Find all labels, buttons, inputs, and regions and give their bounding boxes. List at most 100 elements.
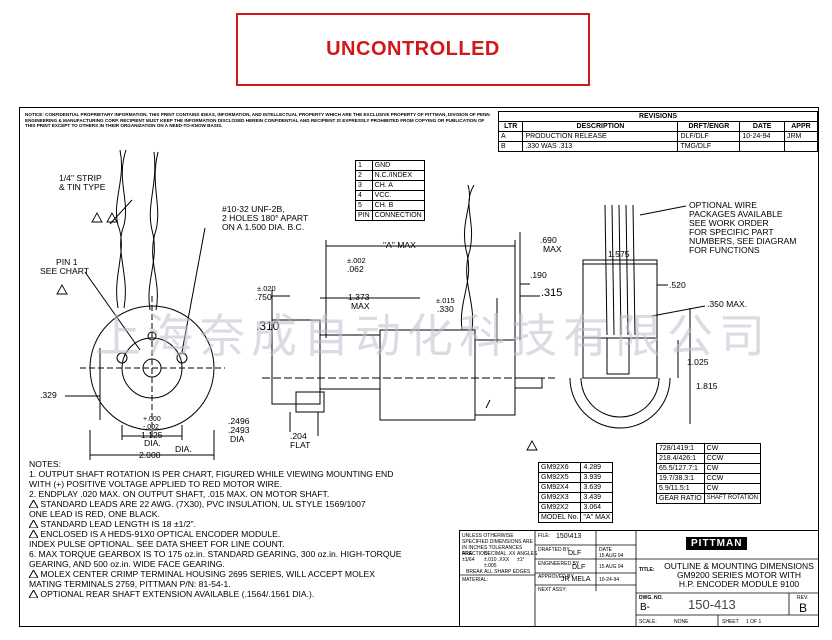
end-wire-3: [618, 204, 622, 336]
notes-title: NOTES:: [29, 459, 61, 469]
note-flag-icon: [106, 212, 118, 223]
note-4: STANDARD LEAD LENGTH IS 18 ±1/2".: [29, 519, 459, 529]
label-690-max: MAX: [543, 244, 562, 254]
a-max-cell: 3.439: [580, 492, 614, 503]
rotation-header: SHAFT ROTATION: [703, 493, 762, 504]
note-flag-icon: [526, 440, 538, 451]
label-optional-6: FOR FUNCTIONS: [689, 245, 760, 255]
date-1: 15 AUG 94: [599, 553, 624, 559]
label-1125: 1.125: [141, 430, 163, 440]
label-2496: .2496: [228, 416, 250, 426]
sheet-label: SHEET: [722, 619, 739, 625]
note-5a: ENCLOSED IS A HEDS-91X0 OPTICAL ENCODER …: [29, 529, 459, 539]
label-002: -.002: [143, 424, 159, 431]
a-max-cell: 3.939: [580, 472, 614, 483]
label-2000: 2.000: [139, 450, 161, 460]
label-a-max: "A" MAX: [383, 240, 416, 250]
title-text: OUTLINE & MOUNTING DIMENSIONS GM9200 SER…: [660, 562, 818, 589]
model-cell: GM92X2: [537, 502, 582, 513]
note-5a-text: ENCLOSED IS A HEDS-91X0 OPTICAL ENCODER …: [40, 529, 281, 539]
a-max-cell: 4.289: [580, 462, 614, 473]
tolerance-angles: ANGLES ±1°: [517, 551, 538, 563]
note-6a: 6. MAX TORQUE GEARBOX IS TO 175 oz.in. S…: [29, 549, 402, 559]
tolerance-fraction: FRACTION ±1/64: [462, 551, 488, 563]
end-view-connector: [606, 337, 630, 375]
rotation-cell: CCW: [703, 453, 762, 464]
label-002-tol: ±.002: [347, 256, 366, 265]
rotation-cell: CW: [703, 443, 762, 454]
file-label: FILE:: [538, 533, 550, 539]
approved-value: JR MELA: [561, 576, 591, 583]
note-flag-icon: [29, 570, 38, 578]
note-6b: GEARING, AND 500 oz.in. WIDE FACE GEARIN…: [29, 559, 225, 569]
revisions-table: REVISIONS LTR DESCRIPTION DRFT/ENGR DATE…: [497, 111, 819, 152]
title-line-2: GM9200 SERIES MOTOR WITH: [676, 570, 802, 580]
file-value: 150\413: [556, 533, 582, 540]
gear-ratio-cell: 728/1419:1: [656, 443, 705, 454]
tolerance-decimal: DECIMAL .XX ±.010 .XXX ±.005: [484, 551, 516, 569]
note-5b: INDEX PULSE OPTIONAL. SEE DATA SHEET FOR…: [29, 539, 285, 549]
scale-label: SCALE:: [639, 619, 657, 625]
pittman-logo: PITTMAN: [686, 537, 748, 550]
drawing-frame: [19, 107, 819, 627]
label-2493: .2493: [228, 425, 250, 435]
uncontrolled-stamp: UNCONTROLLED: [236, 13, 590, 86]
confidential-notice: NOTICE: CONFIDENTIAL PROPRIETARY INFORMA…: [25, 112, 490, 129]
label-330: .330: [437, 304, 454, 314]
drafted-value: DLF: [568, 550, 582, 557]
note-flag-icon: [29, 530, 38, 538]
end-wire-5: [632, 204, 636, 336]
label-1815: 1.815: [696, 381, 718, 391]
rotation-cell: CCW: [703, 473, 762, 484]
note-4-text: STANDARD LEAD LENGTH IS 18 ±1/2".: [40, 519, 197, 529]
label-190: .190: [530, 270, 547, 280]
gear-ratio-header: GEAR RATIO: [656, 493, 705, 504]
note-1a: 1. OUTPUT SHAFT ROTATION IS PER CHART, F…: [29, 469, 394, 479]
engineered-label: ENGINEERED BY: [538, 561, 580, 567]
watermark: 上海奈成自动化科技有限公司: [95, 309, 771, 363]
side-wire-2: [466, 184, 475, 331]
title-label: TITLE:: [639, 567, 655, 573]
rev-label: REV.: [797, 595, 809, 601]
note-2: 2. ENDPLAY .020 MAX. ON OUTPUT SHAFT, .0…: [29, 489, 330, 499]
model-header: MODEL No.: [537, 512, 582, 523]
note-1b: WITH (+) POSITIVE VOLTAGE APPLIED TO RED…: [29, 479, 282, 489]
gear-ratio-cell: 65.5/127.7:1: [656, 463, 705, 474]
engineered-value: DLF: [572, 564, 586, 571]
tolerance-heading: UNLESS OTHERWISE SPECIFIED DIMENSIONS AR…: [462, 533, 533, 557]
label-520: .520: [669, 280, 686, 290]
label-thread-3: ON A 1.500 DIA. B.C.: [222, 222, 305, 232]
title-block-grid: [460, 531, 819, 627]
end-view-inner-arc: [580, 377, 660, 418]
label-062: .062: [347, 264, 364, 274]
label-dia-3: DIA: [230, 434, 245, 444]
title-line-1: OUTLINE & MOUNTING DIMENSIONS: [664, 561, 814, 571]
dwg-prefix: B-: [640, 602, 650, 613]
label-1575: 1.575: [608, 249, 630, 259]
rev-cell: B: [497, 141, 524, 152]
label-flat: FLAT: [290, 440, 311, 450]
label-pin1: PIN 1: [56, 257, 78, 267]
label-optional-2: PACKAGES AVAILABLE: [689, 209, 783, 219]
label-1373-max: MAX: [351, 301, 370, 311]
rotation-cell: CW: [703, 483, 762, 494]
approved-label: APPROVED BY: [538, 574, 574, 580]
label-015-tol: ±.015: [436, 296, 455, 305]
rev-cell: .330 WAS .313: [522, 141, 679, 152]
front-wire-3: [116, 149, 122, 309]
label-see-chart: SEE CHART: [40, 266, 90, 276]
break-edges: BREAK ALL SHARP EDGES: [466, 569, 531, 575]
end-wire-2: [611, 204, 615, 336]
note-3a: STANDARD LEADS ARE 22 AWG. (7X30), PVC I…: [29, 499, 459, 509]
end-wire-4: [625, 204, 629, 336]
label-thread-2: 2 HOLES 180° APART: [222, 213, 309, 223]
dim-350-leader: [651, 305, 706, 317]
end-wire-1: [604, 204, 608, 336]
dwg-number: 150-413: [688, 597, 736, 612]
